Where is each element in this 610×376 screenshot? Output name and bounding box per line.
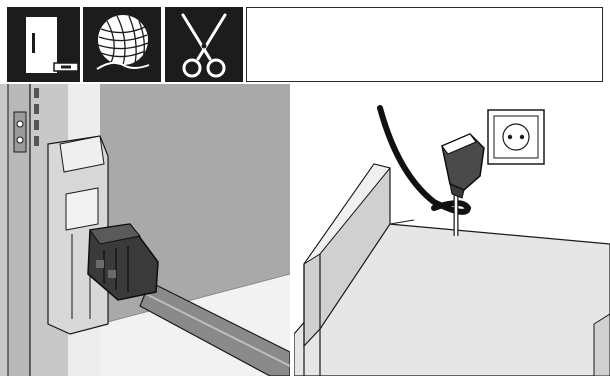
icon-strip-blank-area xyxy=(246,7,603,82)
cord-bundle-icon xyxy=(83,7,161,82)
outlet-panel xyxy=(294,84,610,376)
icon-strip xyxy=(0,0,610,84)
panel-divider xyxy=(290,84,294,376)
connector-panel xyxy=(0,84,290,376)
scissors-icon xyxy=(165,7,243,82)
appliance-icon xyxy=(7,7,80,82)
